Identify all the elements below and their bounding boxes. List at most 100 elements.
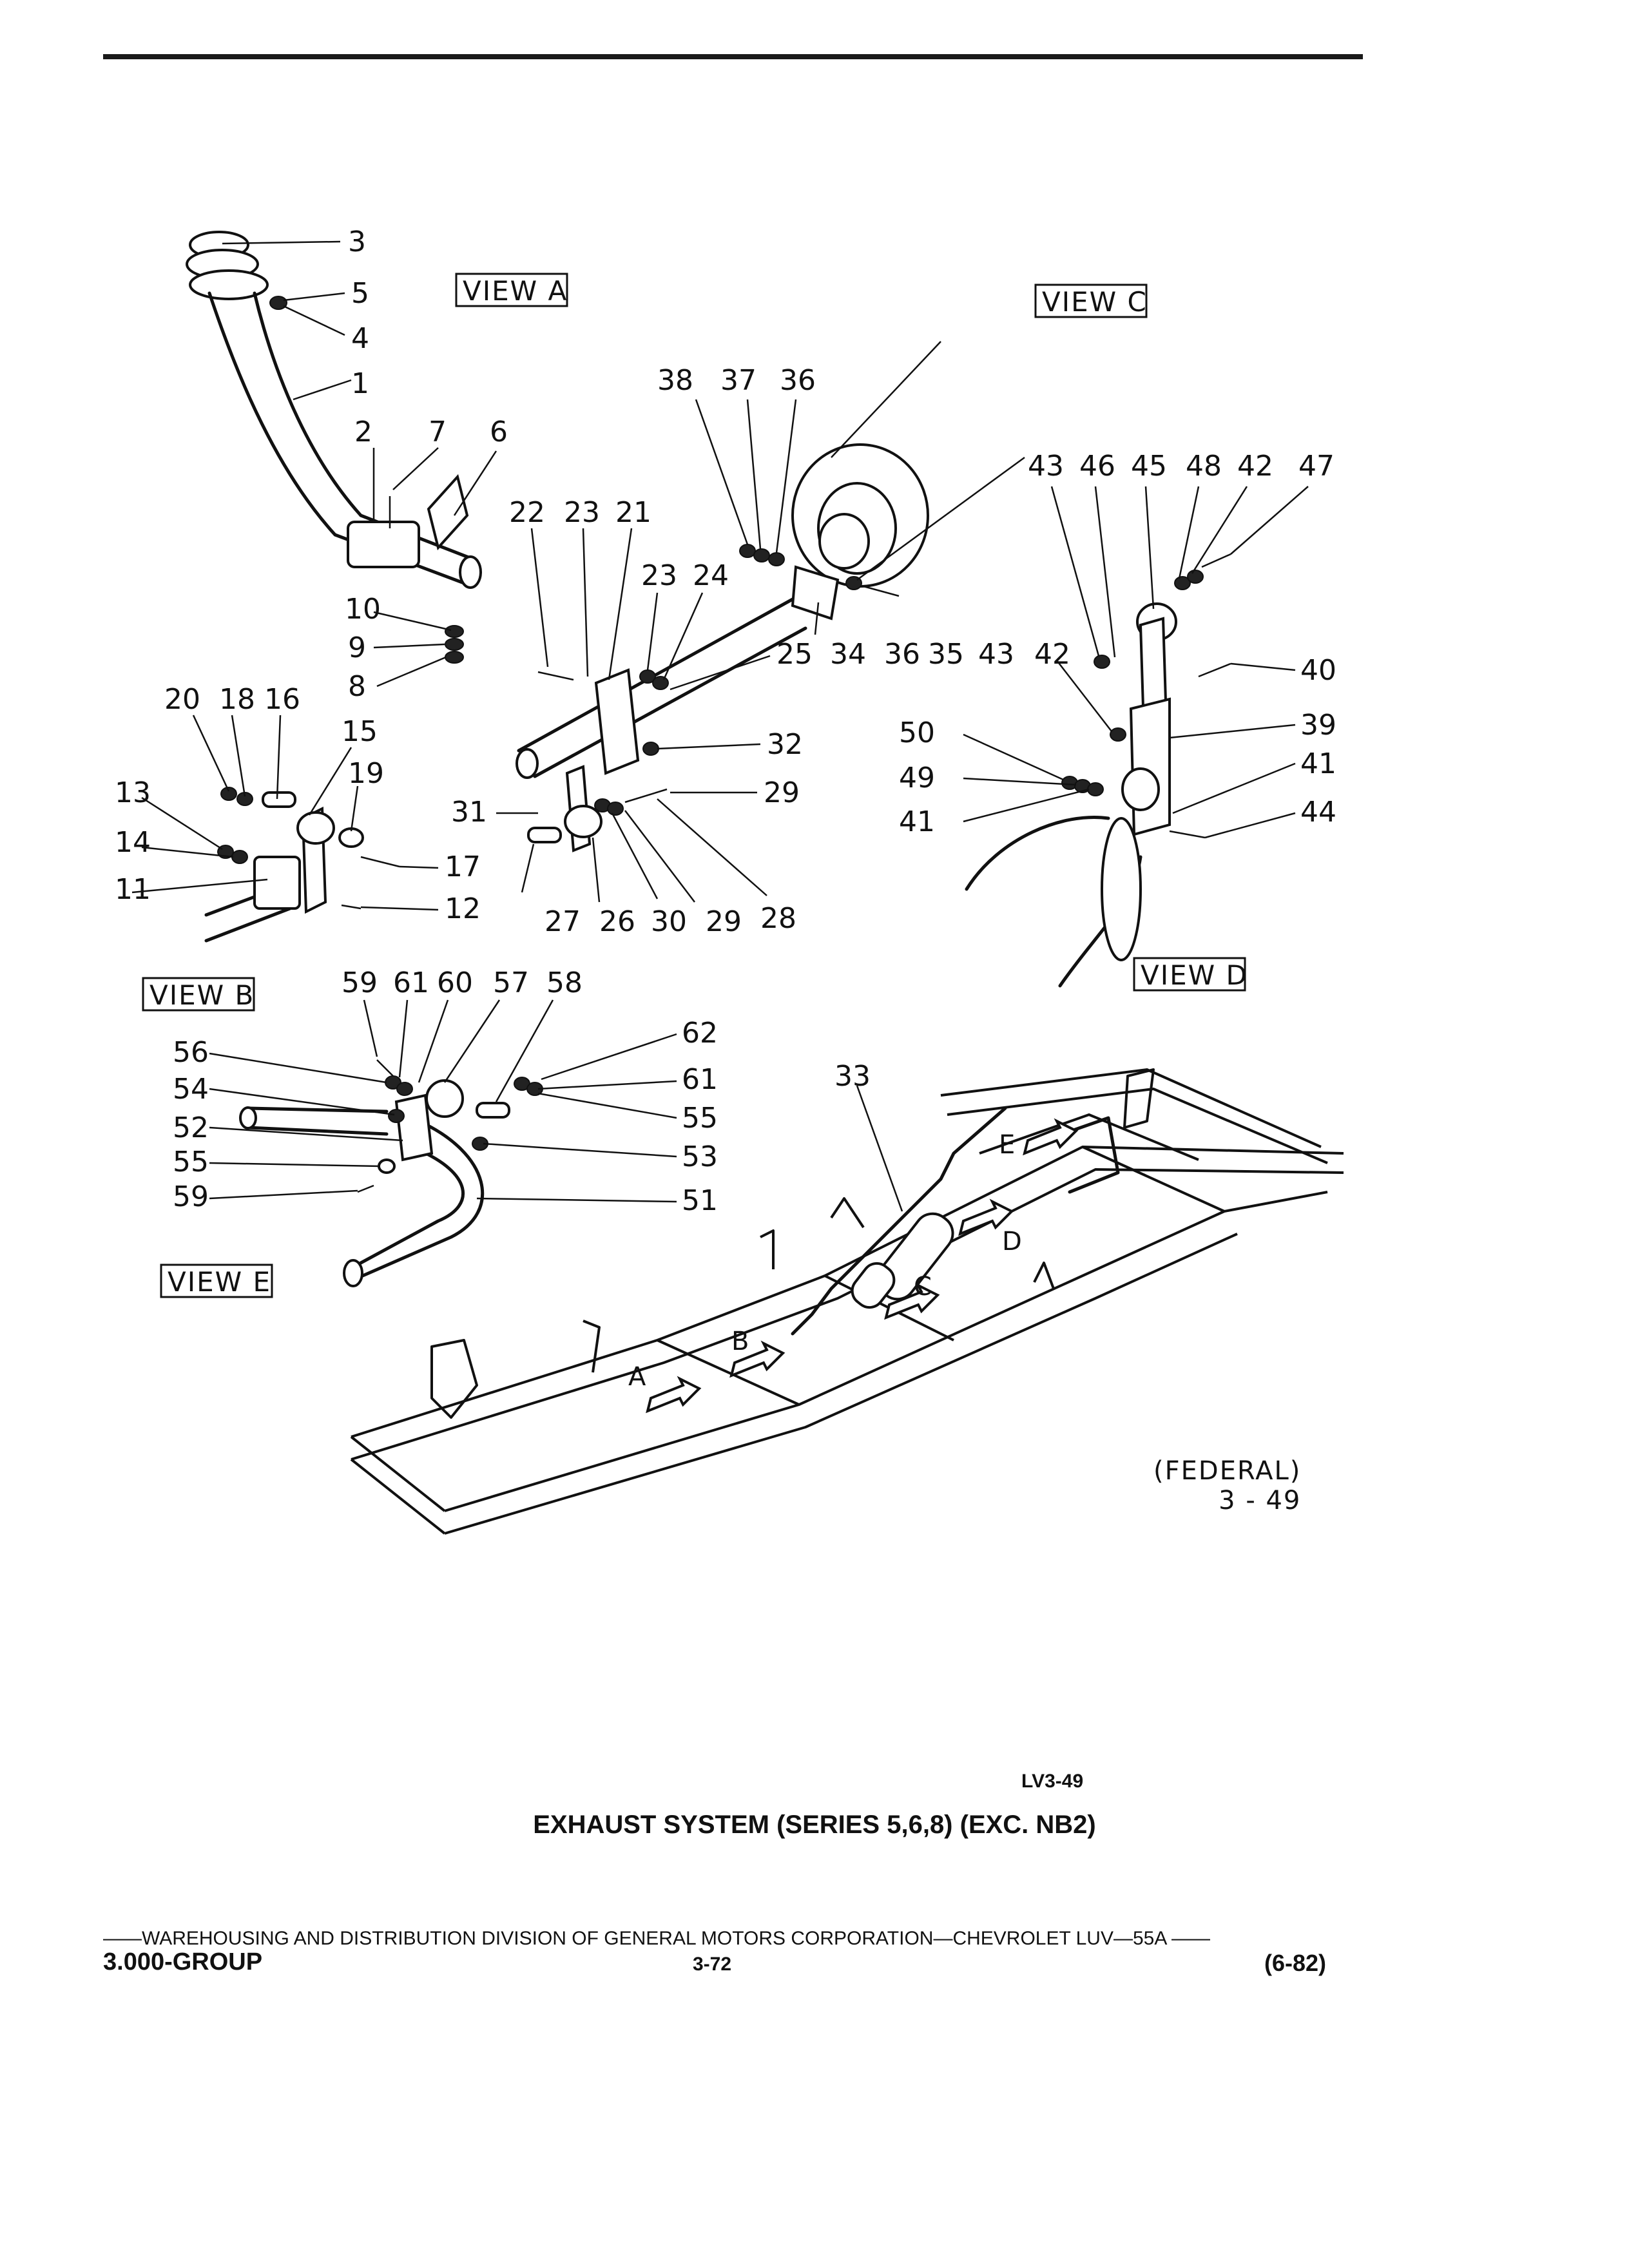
svg-text:8: 8: [348, 670, 366, 703]
svg-text:17: 17: [445, 850, 481, 883]
svg-text:42: 42: [1034, 638, 1070, 671]
svg-text:A: A: [628, 1362, 646, 1392]
figure-caption: EXHAUST SYSTEM (SERIES 5,6,8) (EXC. NB2): [533, 1811, 1096, 1839]
svg-text:D: D: [1002, 1227, 1022, 1256]
svg-text:35: 35: [928, 638, 964, 671]
svg-text:49: 49: [899, 762, 935, 794]
svg-text:12: 12: [445, 892, 481, 925]
front-pipe-assembly: [186, 231, 482, 664]
svg-text:5: 5: [351, 277, 369, 310]
svg-text:23: 23: [641, 559, 677, 592]
footer-page-number: 3-72: [693, 1954, 732, 1975]
federal-note: (FEDERAL) 3 - 49: [1153, 1456, 1301, 1515]
svg-text:50: 50: [899, 716, 935, 749]
frame-view-arrows: A B C D E: [628, 1118, 1079, 1414]
view-b-box: VIEW B: [142, 977, 255, 1012]
view-b-clamp-assembly: [204, 787, 400, 943]
svg-text:61: 61: [682, 1063, 718, 1096]
footer-date: (6-82): [1264, 1950, 1326, 1976]
svg-text:41: 41: [1300, 747, 1336, 780]
svg-text:42: 42: [1237, 450, 1273, 483]
svg-text:VIEW A: VIEW A: [463, 275, 568, 307]
svg-text:53: 53: [682, 1140, 718, 1173]
svg-text:E: E: [999, 1130, 1015, 1160]
svg-text:43: 43: [1028, 450, 1064, 483]
footer-group: 3.000-GROUP: [103, 1948, 263, 1975]
svg-text:4: 4: [351, 322, 369, 355]
svg-text:18: 18: [219, 683, 255, 716]
view-c-muffler-clamp: [739, 341, 1025, 620]
svg-text:37: 37: [720, 364, 757, 397]
svg-text:62: 62: [682, 1017, 718, 1050]
svg-text:59: 59: [342, 966, 378, 999]
svg-text:48: 48: [1186, 450, 1222, 483]
svg-text:57: 57: [493, 966, 529, 999]
svg-text:11: 11: [115, 873, 151, 906]
svg-text:38: 38: [657, 364, 693, 397]
svg-text:32: 32: [767, 728, 803, 761]
svg-text:VIEW E: VIEW E: [168, 1266, 271, 1298]
svg-text:61: 61: [393, 966, 429, 999]
svg-text:3: 3: [348, 226, 366, 258]
svg-text:2: 2: [354, 416, 372, 448]
top-rule: [103, 54, 1363, 59]
svg-text:VIEW C: VIEW C: [1042, 286, 1148, 318]
svg-text:1: 1: [351, 367, 369, 400]
svg-text:24: 24: [693, 559, 729, 592]
svg-text:21: 21: [615, 496, 651, 529]
svg-text:28: 28: [760, 902, 796, 935]
svg-text:19: 19: [348, 757, 384, 790]
svg-text:9: 9: [348, 631, 366, 664]
svg-text:16: 16: [264, 683, 300, 716]
view-e-tailpipe: [239, 1059, 543, 1287]
svg-text:43: 43: [978, 638, 1014, 671]
leader-lines: [131, 240, 1309, 1203]
svg-text:20: 20: [164, 683, 200, 716]
svg-text:52: 52: [173, 1111, 209, 1144]
svg-text:C: C: [914, 1272, 932, 1302]
svg-text:26: 26: [599, 905, 635, 938]
svg-text:VIEW D: VIEW D: [1141, 959, 1248, 991]
part-number-labels: 3 5 4 1 2 7 6 10 9 8 20 18 16 15 19 13 1…: [115, 226, 1336, 1217]
federal-label: (FEDERAL): [1153, 1456, 1302, 1486]
view-a-box: VIEW A: [455, 273, 568, 307]
svg-text:VIEW B: VIEW B: [149, 979, 255, 1011]
svg-text:27: 27: [545, 905, 581, 938]
svg-text:54: 54: [173, 1073, 209, 1106]
svg-text:36: 36: [780, 364, 816, 397]
svg-text:33: 33: [834, 1060, 871, 1093]
svg-text:44: 44: [1300, 796, 1336, 829]
svg-text:7: 7: [429, 416, 447, 448]
svg-text:56: 56: [173, 1036, 209, 1069]
view-a-hanger-assembly: [516, 597, 807, 852]
svg-text:10: 10: [345, 593, 381, 626]
view-d-box: VIEW D: [1133, 957, 1248, 992]
svg-text:30: 30: [651, 905, 687, 938]
svg-text:59: 59: [173, 1180, 209, 1213]
svg-text:25: 25: [776, 638, 813, 671]
svg-text:58: 58: [546, 966, 583, 999]
svg-text:14: 14: [115, 826, 151, 859]
svg-text:34: 34: [830, 638, 866, 671]
svg-text:41: 41: [899, 805, 935, 838]
svg-text:29: 29: [764, 776, 800, 809]
svg-text:6: 6: [490, 416, 508, 448]
svg-text:45: 45: [1131, 450, 1167, 483]
view-d-tailpipe-hanger: [965, 553, 1231, 988]
svg-text:40: 40: [1300, 654, 1336, 687]
svg-text:B: B: [731, 1327, 749, 1356]
svg-text:47: 47: [1298, 450, 1335, 483]
svg-text:36: 36: [884, 638, 920, 671]
view-c-box: VIEW C: [1034, 284, 1148, 318]
view-e-box: VIEW E: [160, 1264, 273, 1298]
svg-text:13: 13: [115, 776, 151, 809]
svg-text:15: 15: [342, 715, 378, 748]
svg-text:22: 22: [509, 496, 545, 529]
footer-publisher-line: ——WAREHOUSING AND DISTRIBUTION DIVISION …: [103, 1928, 1211, 1949]
svg-text:23: 23: [564, 496, 600, 529]
chassis-frame: [350, 1068, 1344, 1535]
svg-text:55: 55: [173, 1146, 209, 1178]
svg-text:46: 46: [1079, 450, 1115, 483]
